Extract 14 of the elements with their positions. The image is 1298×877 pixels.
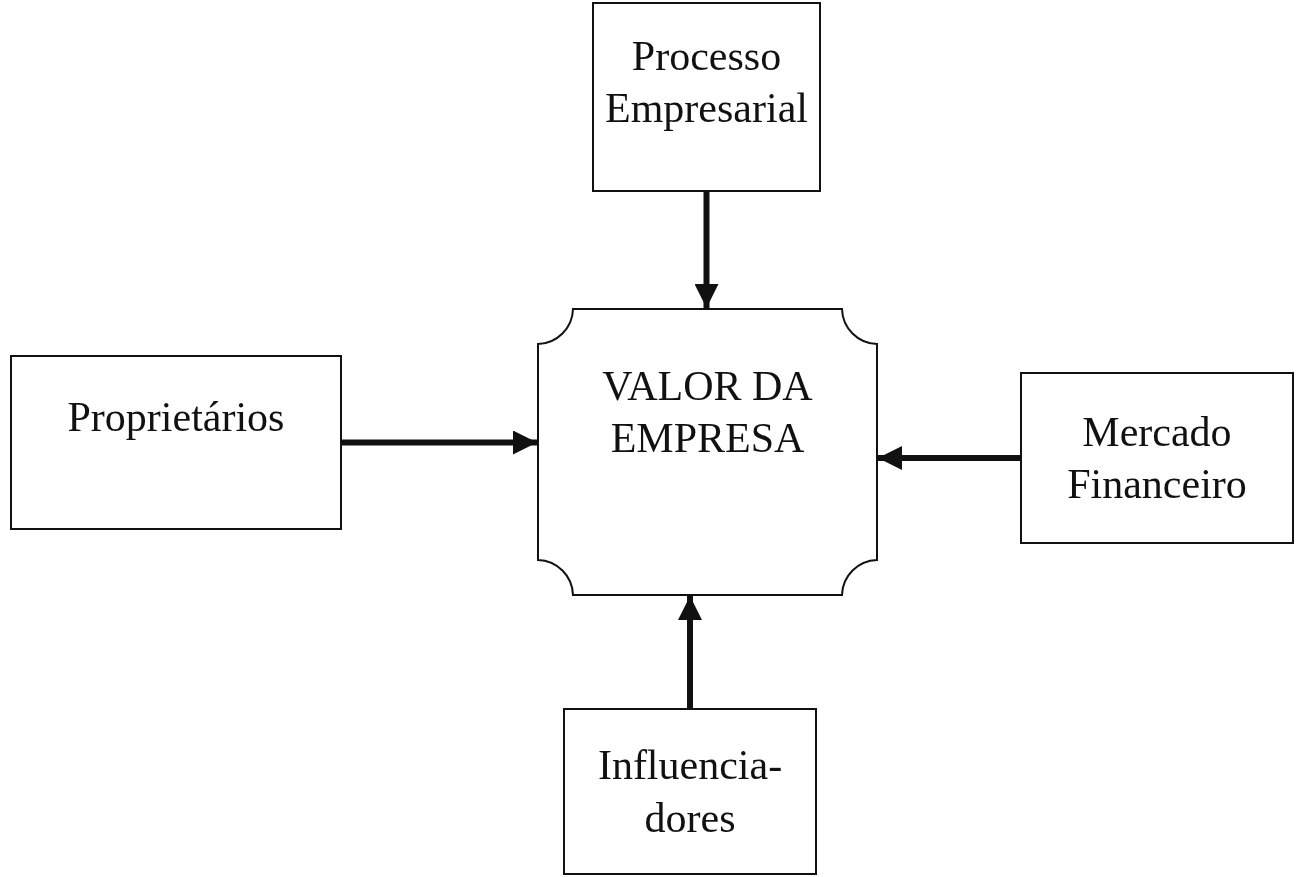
process-box [10, 355, 342, 530]
node-label: Processo Empresarial [604, 31, 809, 133]
arrow [694, 192, 719, 308]
node-label: Proprietários [67, 393, 285, 443]
node-label: Influencia-dores [597, 741, 783, 843]
node-label: VALOR DA EMPRESA [601, 361, 814, 463]
value-node [537, 308, 878, 596]
arrow [678, 596, 702, 708]
arrow [342, 430, 537, 455]
process-box [1020, 372, 1294, 544]
node-label: Mercado Financeiro [1066, 407, 1248, 509]
process-box [592, 2, 821, 192]
process-box [563, 708, 817, 875]
arrow [878, 446, 1020, 470]
